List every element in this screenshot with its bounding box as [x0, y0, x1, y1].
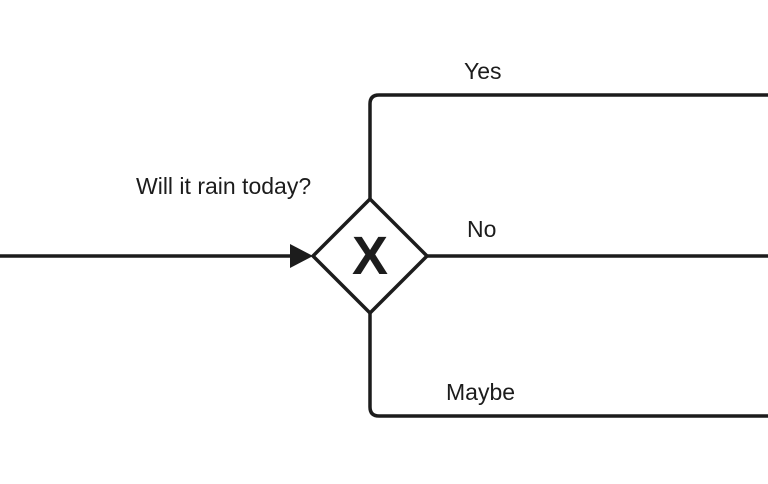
yes-branch-label: Yes [464, 58, 502, 84]
incoming-flow-arrowhead [290, 244, 313, 268]
maybe-branch-label: Maybe [446, 379, 516, 405]
maybe-branch-flow [368, 313, 768, 418]
gateway-x-marker: X [351, 226, 389, 286]
yes-branch-flow [368, 93, 768, 199]
gateway-question-label: Will it rain today? [136, 173, 312, 199]
no-branch-label: No [467, 216, 497, 242]
